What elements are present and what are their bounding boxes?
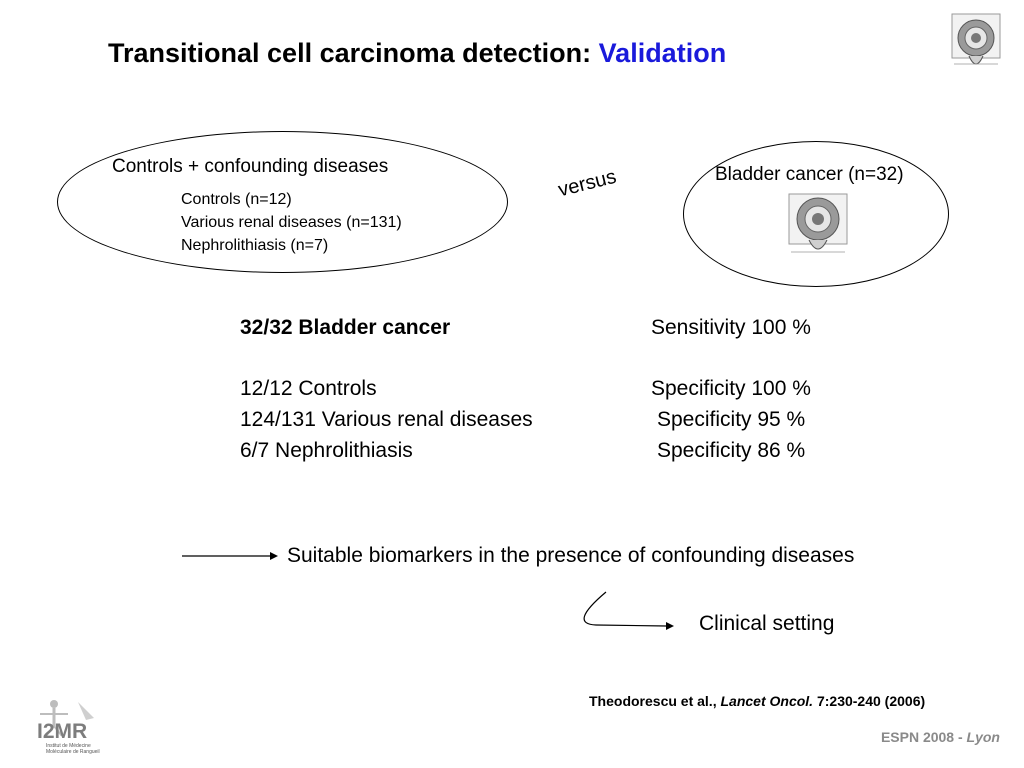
controls-list-item: Controls (n=12) <box>181 191 292 208</box>
result-metric-specificity: Specificity 100 % <box>651 377 811 400</box>
institute-logo: I2MR Institut de Médecine Moléculaire de… <box>34 696 104 758</box>
bladder-cancer-heading: Bladder cancer (n=32) <box>715 164 904 185</box>
controls-list-item: Nephrolithiasis (n=7) <box>181 237 329 254</box>
bladder-illustration-icon <box>788 193 848 253</box>
citation-authors: Theodorescu et al., <box>589 693 717 709</box>
bladder-cancer-group-ellipse <box>683 141 949 287</box>
controls-group-ellipse <box>57 131 508 273</box>
controls-group-heading: Controls + confounding diseases <box>112 156 389 177</box>
controls-list: Controls (n=12) Various renal diseases (… <box>181 188 402 257</box>
result-metric-sensitivity: Sensitivity 100 % <box>651 316 811 339</box>
result-group-controls: 12/12 Controls <box>240 377 377 400</box>
citation: Theodorescu et al., Lancet Oncol. 7:230-… <box>589 693 925 709</box>
figure-icon <box>40 700 94 736</box>
result-group-bladder-cancer: 32/32 Bladder cancer <box>240 316 451 339</box>
logo-text: I2MR <box>37 720 88 743</box>
result-group-renal: 124/131 Various renal diseases <box>240 408 533 431</box>
right-arrow-icon <box>182 552 278 560</box>
logo-caption: Institut de Médecine Moléculaire de Rang… <box>46 743 100 755</box>
result-metric-specificity: Specificity 95 % <box>657 408 806 431</box>
title-main: Transitional cell carcinoma detection: <box>108 38 592 68</box>
citation-details: 7:230-240 (2006) <box>816 693 926 709</box>
footer-conference: ESPN 2008 - Lyon <box>881 729 1000 745</box>
conclusion-secondary: Clinical setting <box>699 612 835 635</box>
curved-arrow-icon <box>583 591 674 630</box>
conclusion-primary: Suitable biomarkers in the presence of c… <box>287 544 855 567</box>
controls-list-item: Various renal diseases (n=131) <box>181 214 402 231</box>
title-highlight: Validation <box>598 38 727 68</box>
citation-journal: Lancet Oncol. <box>720 693 814 709</box>
versus-label: versus <box>556 165 619 202</box>
bladder-illustration-icon <box>951 13 1001 65</box>
result-group-nephrolithiasis: 6/7 Nephrolithiasis <box>240 439 413 462</box>
result-metric-specificity: Specificity 86 % <box>657 439 806 462</box>
footer-city: Lyon <box>966 729 1000 745</box>
page-title: Transitional cell carcinoma detection: V… <box>108 38 726 69</box>
footer-conference-name: ESPN 2008 - <box>880 729 963 745</box>
